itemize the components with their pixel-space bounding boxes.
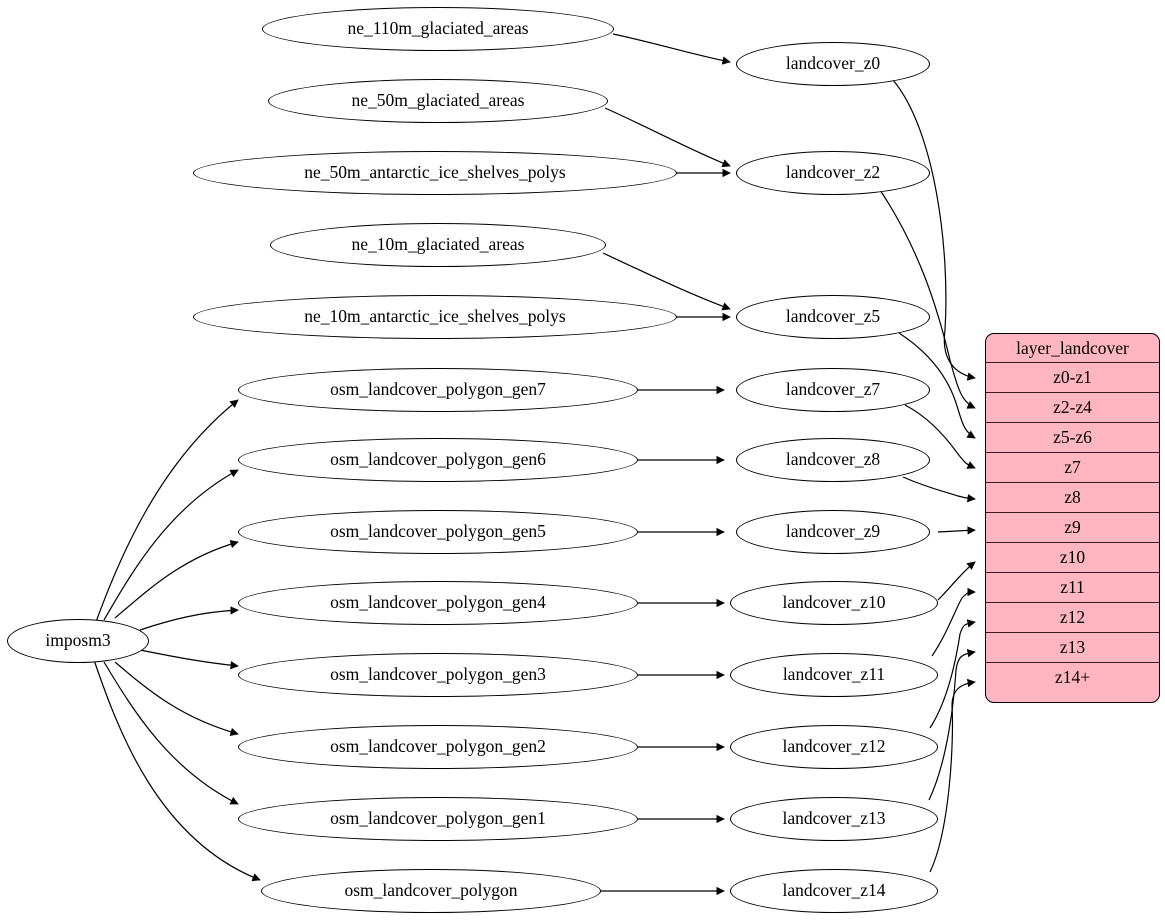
table-row-z8[interactable]: z8 [986,483,1159,513]
node-osm-landcover-polygon-gen5[interactable]: osm_landcover_polygon_gen5 [238,510,638,554]
node-label: landcover_z5 [785,306,881,327]
edge-z0-to-row-z0z1 [892,79,976,381]
table-row-z10[interactable]: z10 [986,543,1159,573]
node-label: osm_landcover_polygon_gen2 [330,736,546,757]
node-label: landcover_z8 [785,449,881,470]
node-osm-landcover-polygon-gen7[interactable]: osm_landcover_polygon_gen7 [238,368,638,412]
node-landcover-z14[interactable]: landcover_z14 [730,869,938,913]
node-osm-landcover-polygon-gen1[interactable]: osm_landcover_polygon_gen1 [238,797,638,841]
node-label: osm_landcover_polygon_gen5 [330,521,546,542]
table-row-z12[interactable]: z12 [986,603,1159,633]
table-row-z14-plus[interactable]: z14+ [1054,667,1091,687]
node-landcover-z7[interactable]: landcover_z7 [736,368,930,412]
table-row-z13[interactable]: z13 [986,633,1159,663]
node-label: osm_landcover_polygon_gen4 [330,592,546,613]
node-osm-landcover-polygon-gen4[interactable]: osm_landcover_polygon_gen4 [238,581,638,625]
node-label: ne_110m_glaciated_areas [347,18,529,39]
node-label: landcover_z14 [782,880,886,901]
edge-ne110m-to-z0 [612,33,731,65]
node-ne-50m-glaciated-areas[interactable]: ne_50m_glaciated_areas [268,79,608,123]
edge-z10-to-row-z10 [937,561,976,601]
node-osm-landcover-polygon-gen3[interactable]: osm_landcover_polygon_gen3 [238,653,638,697]
edge-z8-to-row-z8 [902,476,976,503]
node-label: osm_landcover_polygon [344,880,518,901]
node-label: landcover_z7 [785,379,881,400]
node-landcover-z11[interactable]: landcover_z11 [730,653,938,697]
node-landcover-z0[interactable]: landcover_z0 [736,42,930,86]
node-label: imposm3 [45,630,111,651]
node-label: ne_50m_glaciated_areas [351,90,525,111]
node-label: landcover_z11 [782,664,886,685]
node-landcover-z8[interactable]: landcover_z8 [736,438,930,482]
edge-imposm3-to-polygon [93,659,261,882]
edge-ne50mglac-to-z2 [604,107,731,168]
node-label: osm_landcover_polygon_gen3 [330,664,546,685]
layer-landcover-table[interactable]: layer_landcover z0-z1 z2-z4 z5-z6 z7 z8 … [985,333,1160,703]
node-ne-110m-glaciated-areas[interactable]: ne_110m_glaciated_areas [262,7,614,51]
node-ne-50m-antarctic-ice-shelves-polys[interactable]: ne_50m_antarctic_ice_shelves_polys [193,151,677,195]
node-label: osm_landcover_polygon_gen7 [330,379,546,400]
node-label: landcover_z9 [785,521,881,542]
edge-imposm3-to-gen1 [103,661,239,805]
table-row-z0-z1[interactable]: z0-z1 [986,363,1159,393]
node-osm-landcover-polygon[interactable]: osm_landcover_polygon [261,869,601,913]
edge-z11-to-row-z11 [931,587,976,657]
node-landcover-z13[interactable]: landcover_z13 [730,797,938,841]
node-landcover-z2[interactable]: landcover_z2 [736,151,930,195]
node-label: ne_10m_antarctic_ice_shelves_polys [304,306,566,327]
node-label: landcover_z13 [782,808,886,829]
node-label: ne_10m_glaciated_areas [351,234,525,255]
table-row-z9[interactable]: z9 [986,513,1159,543]
node-landcover-z12[interactable]: landcover_z12 [730,725,938,769]
node-landcover-z9[interactable]: landcover_z9 [736,510,930,554]
node-ne-10m-glaciated-areas[interactable]: ne_10m_glaciated_areas [270,223,606,267]
edge-imposm3-to-gen4 [139,606,239,631]
edge-imposm3-to-gen5 [114,540,239,619]
table-header-layer-landcover: layer_landcover [986,334,1159,363]
node-label: landcover_z0 [785,53,881,74]
table-row-z2-z4[interactable]: z2-z4 [986,393,1159,423]
edge-ne10mglac-to-z5 [602,252,731,311]
table-row-z11[interactable]: z11 [986,573,1159,603]
node-landcover-z5[interactable]: landcover_z5 [736,295,930,339]
node-osm-landcover-polygon-gen2[interactable]: osm_landcover_polygon_gen2 [238,725,638,769]
node-label: landcover_z10 [782,592,886,613]
node-label: landcover_z12 [782,736,886,757]
node-label: osm_landcover_polygon_gen1 [330,808,546,829]
node-osm-landcover-polygon-gen6[interactable]: osm_landcover_polygon_gen6 [238,438,638,482]
edge-z9-to-row-z9 [937,526,976,535]
edge-imposm3-to-gen7 [95,399,239,623]
edge-z14-to-row-z14plus [929,678,976,873]
node-imposm3[interactable]: imposm3 [7,619,149,663]
edge-imposm3-to-gen3 [139,649,239,670]
node-label: ne_50m_antarctic_ice_shelves_polys [304,162,566,183]
edge-imposm3-to-gen6 [103,469,239,621]
table-row-z5-z6[interactable]: z5-z6 [986,423,1159,453]
table-row-z7[interactable]: z7 [986,453,1159,483]
node-label: landcover_z2 [785,162,881,183]
node-ne-10m-antarctic-ice-shelves-polys[interactable]: ne_10m_antarctic_ice_shelves_polys [193,295,677,339]
node-label: osm_landcover_polygon_gen6 [330,449,546,470]
edge-imposm3-to-gen2 [114,661,239,736]
node-landcover-z10[interactable]: landcover_z10 [730,581,938,625]
